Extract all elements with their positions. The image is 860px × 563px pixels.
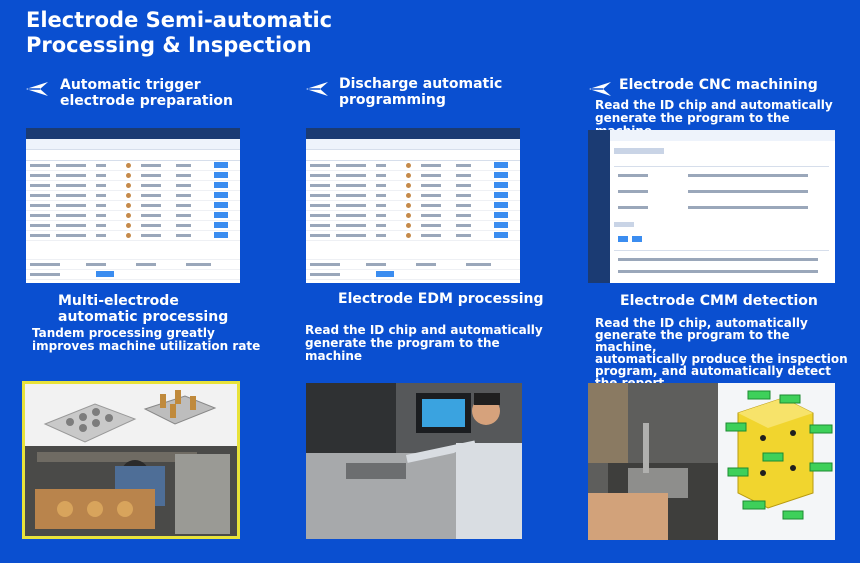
paper-plane-arrow-icon	[589, 82, 611, 96]
page-title-line1: Electrode Semi-automatic	[26, 8, 333, 32]
paper-plane-arrow-icon	[306, 82, 328, 96]
section-edm-desc: Read the ID chip and automatically gener…	[305, 324, 555, 363]
multi-desc-line2: improves machine utilization rate	[32, 339, 261, 353]
edm-title: Electrode EDM processing	[338, 291, 544, 307]
section-discharge-title: Discharge automatic programming	[339, 76, 569, 108]
edm-desc-line2: generate the program to the machine	[305, 336, 500, 363]
discharge-line1: Discharge automatic	[339, 76, 503, 92]
photo-cmm-detection	[588, 383, 835, 540]
section-edm-title: Electrode EDM processing	[338, 291, 578, 307]
paper-plane-arrow-icon	[26, 82, 48, 96]
multi-line1: Multi-electrode	[58, 293, 179, 309]
section-multi-desc: Tandem processing greatly improves machi…	[32, 327, 282, 353]
cmm-desc-line2: generate the program to the machine,	[595, 328, 790, 354]
cmm-desc-line1: Read the ID chip, automatically	[595, 316, 808, 330]
photo-edm-processing	[306, 383, 522, 539]
section-multi-title: Multi-electrode automatic processing	[58, 293, 288, 325]
multi-desc-line1: Tandem processing greatly	[32, 326, 215, 340]
section-cmm-title: Electrode CMM detection	[620, 293, 860, 309]
cnc-desc-line1: Read the ID chip and automatically	[595, 98, 833, 112]
page-title-line2: Processing & Inspection	[26, 33, 312, 57]
section-cnc-title: Electrode CNC machining	[619, 77, 849, 93]
section-auto-trigger-title: Automatic trigger electrode preparation	[60, 77, 290, 109]
cmm-desc-line3: automatically produce the inspection	[595, 352, 848, 366]
cnc-title: Electrode CNC machining	[619, 77, 818, 93]
page-title: Electrode Semi-automatic Processing & In…	[26, 8, 446, 58]
cmm-title: Electrode CMM detection	[620, 293, 818, 309]
discharge-line2: programming	[339, 92, 446, 108]
software-screenshot-programming	[306, 128, 520, 283]
multi-line2: automatic processing	[58, 309, 229, 325]
section-cmm-desc: Read the ID chip, automatically generate…	[595, 317, 855, 389]
software-screenshot-preparation	[26, 128, 240, 283]
cmm-desc-line4: program, and automatically detect	[595, 364, 831, 378]
photo-multi-electrode	[22, 381, 240, 539]
auto-trigger-line2: electrode preparation	[60, 93, 234, 109]
auto-trigger-line1: Automatic trigger	[60, 77, 201, 93]
software-screenshot-cnc	[588, 130, 835, 283]
edm-desc-line1: Read the ID chip and automatically	[305, 323, 543, 337]
